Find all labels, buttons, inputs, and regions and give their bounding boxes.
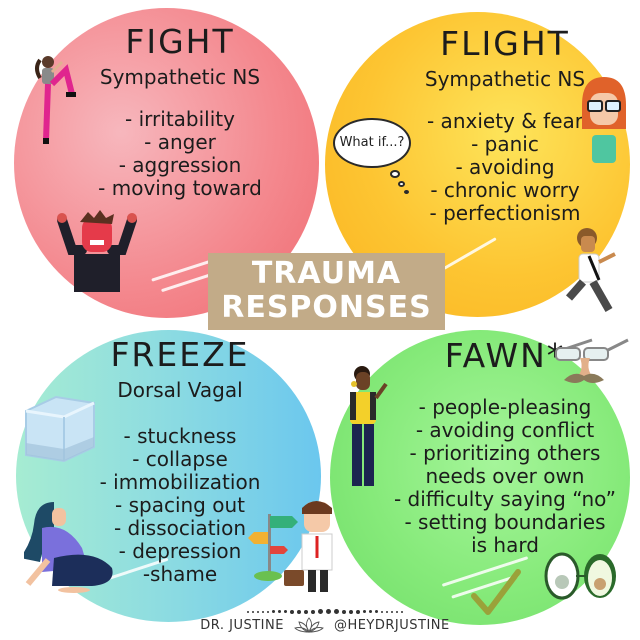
running-man-illustration — [565, 228, 616, 312]
thought-dot — [404, 190, 409, 194]
fawn-title: FAWN* — [444, 336, 566, 375]
footer-dot-divider — [205, 601, 445, 614]
lotus-icon — [294, 617, 324, 633]
disguise-glasses-illustration — [555, 338, 629, 383]
list-item: - avoiding conflict — [415, 418, 595, 442]
thought-bubble: What if...? — [333, 118, 411, 168]
freeze-list: - stuckness - collapse - immobilization … — [60, 425, 300, 586]
list-item: - prioritizing others — [409, 441, 601, 465]
banner-line-2: RESPONSES — [221, 290, 432, 325]
list-item: -shame — [142, 562, 218, 586]
fight-subtitle: Sympathetic NS — [99, 65, 261, 89]
list-item: - difficulty saying “no” — [393, 487, 617, 511]
kicking-woman-illustration — [35, 56, 76, 144]
list-item: - irritability — [125, 107, 235, 131]
list-item: - avoiding — [455, 155, 555, 179]
banner-line-1: TRAUMA — [251, 256, 402, 291]
author-name: DR. JUSTINE — [200, 617, 284, 633]
list-item: - anger — [144, 130, 216, 154]
list-item: - moving toward — [98, 176, 262, 200]
list-item: - anxiety & fear — [426, 109, 583, 133]
waving-woman-illustration — [350, 366, 388, 486]
freeze-title: FREEZE — [110, 335, 250, 374]
checkmark-icon — [471, 569, 521, 615]
angry-man-illustration — [57, 210, 137, 292]
list-item: needs over own — [425, 464, 585, 488]
list-item: - dissociation — [113, 516, 247, 540]
title-banner: TRAUMA RESPONSES — [208, 253, 445, 330]
fight-list: - irritability - anger - aggression - mo… — [60, 108, 300, 200]
list-item: - depression — [118, 539, 242, 563]
flight-list: - anxiety & fear - panic - avoiding - ch… — [380, 110, 630, 225]
list-item: - collapse — [132, 447, 228, 471]
freeze-subtitle: Dorsal Vagal — [117, 378, 243, 402]
confused-man-signpost-illustration — [248, 501, 333, 592]
list-item: - stuckness — [123, 424, 237, 448]
thought-dot — [398, 181, 405, 187]
list-item: - panic — [471, 132, 539, 156]
sitting-woman-illustration — [24, 502, 113, 593]
author-handle: @HEYDRJUSTINE — [333, 617, 450, 633]
list-item: is hard — [471, 533, 539, 557]
list-item: - immobilization — [99, 470, 261, 494]
freeze-section: FREEZE Dorsal Vagal - stuckness - collap… — [60, 337, 300, 586]
avocado-pair-illustration — [544, 552, 616, 600]
list-item: - perfectionism — [429, 201, 581, 225]
list-item: - setting boundaries — [404, 510, 606, 534]
list-item: - spacing out — [115, 493, 245, 517]
flight-title: FLIGHT — [440, 24, 570, 63]
list-item: - people-pleasing — [418, 395, 592, 419]
thought-dot — [390, 170, 400, 178]
fawn-list: - people-pleasing - avoiding conflict - … — [365, 396, 640, 557]
fight-section: FIGHT Sympathetic NS - irritability - an… — [60, 24, 300, 200]
list-item: - chronic worry — [430, 178, 580, 202]
fawn-section: FAWN* - people-pleasing - avoiding confl… — [365, 338, 640, 557]
ice-cube-illustration — [25, 395, 95, 463]
flight-section: FLIGHT Sympathetic NS - anxiety & fear -… — [380, 26, 630, 225]
worried-woman-illustration — [582, 77, 626, 163]
flight-subtitle: Sympathetic NS — [424, 67, 586, 91]
footer: DR. JUSTINE @HEYDRJUSTINE — [190, 614, 460, 636]
fight-title: FIGHT — [125, 22, 235, 61]
list-item: - aggression — [118, 153, 242, 177]
